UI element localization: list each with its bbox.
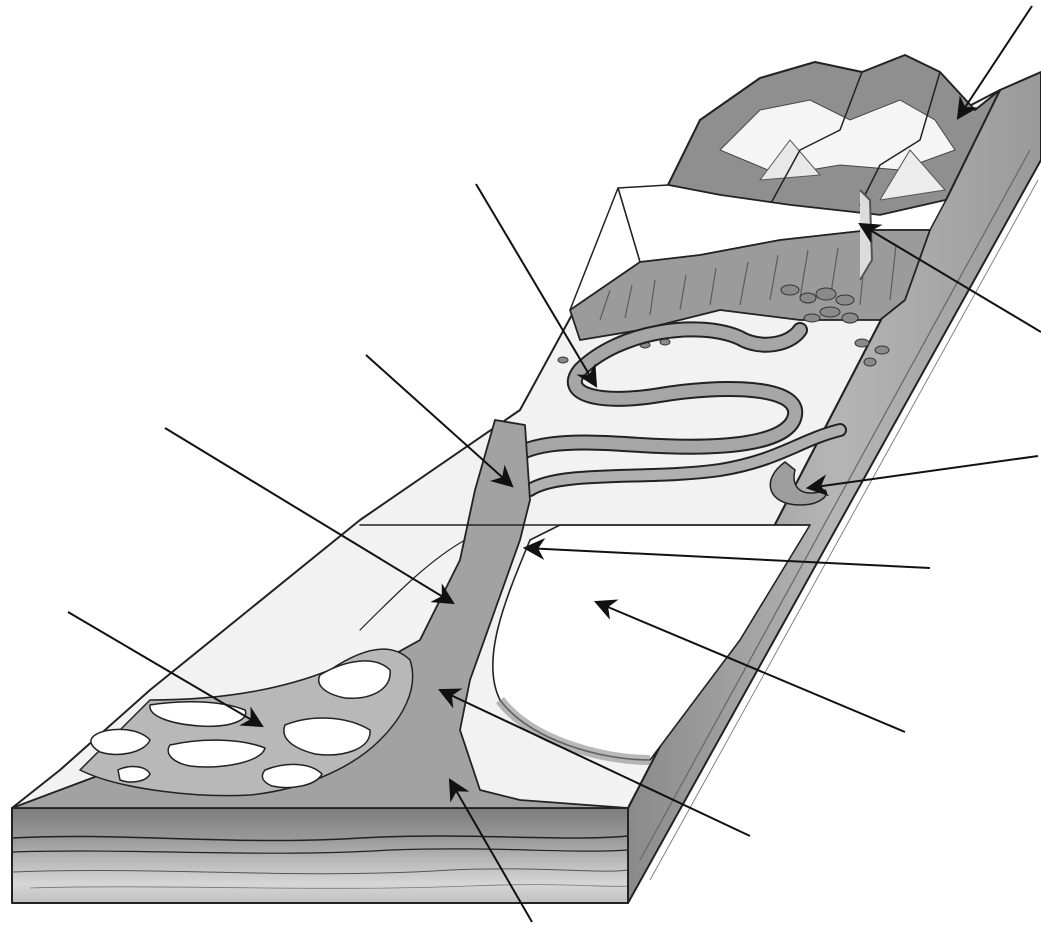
pointer-line xyxy=(476,184,596,386)
block-front-face xyxy=(12,808,628,903)
